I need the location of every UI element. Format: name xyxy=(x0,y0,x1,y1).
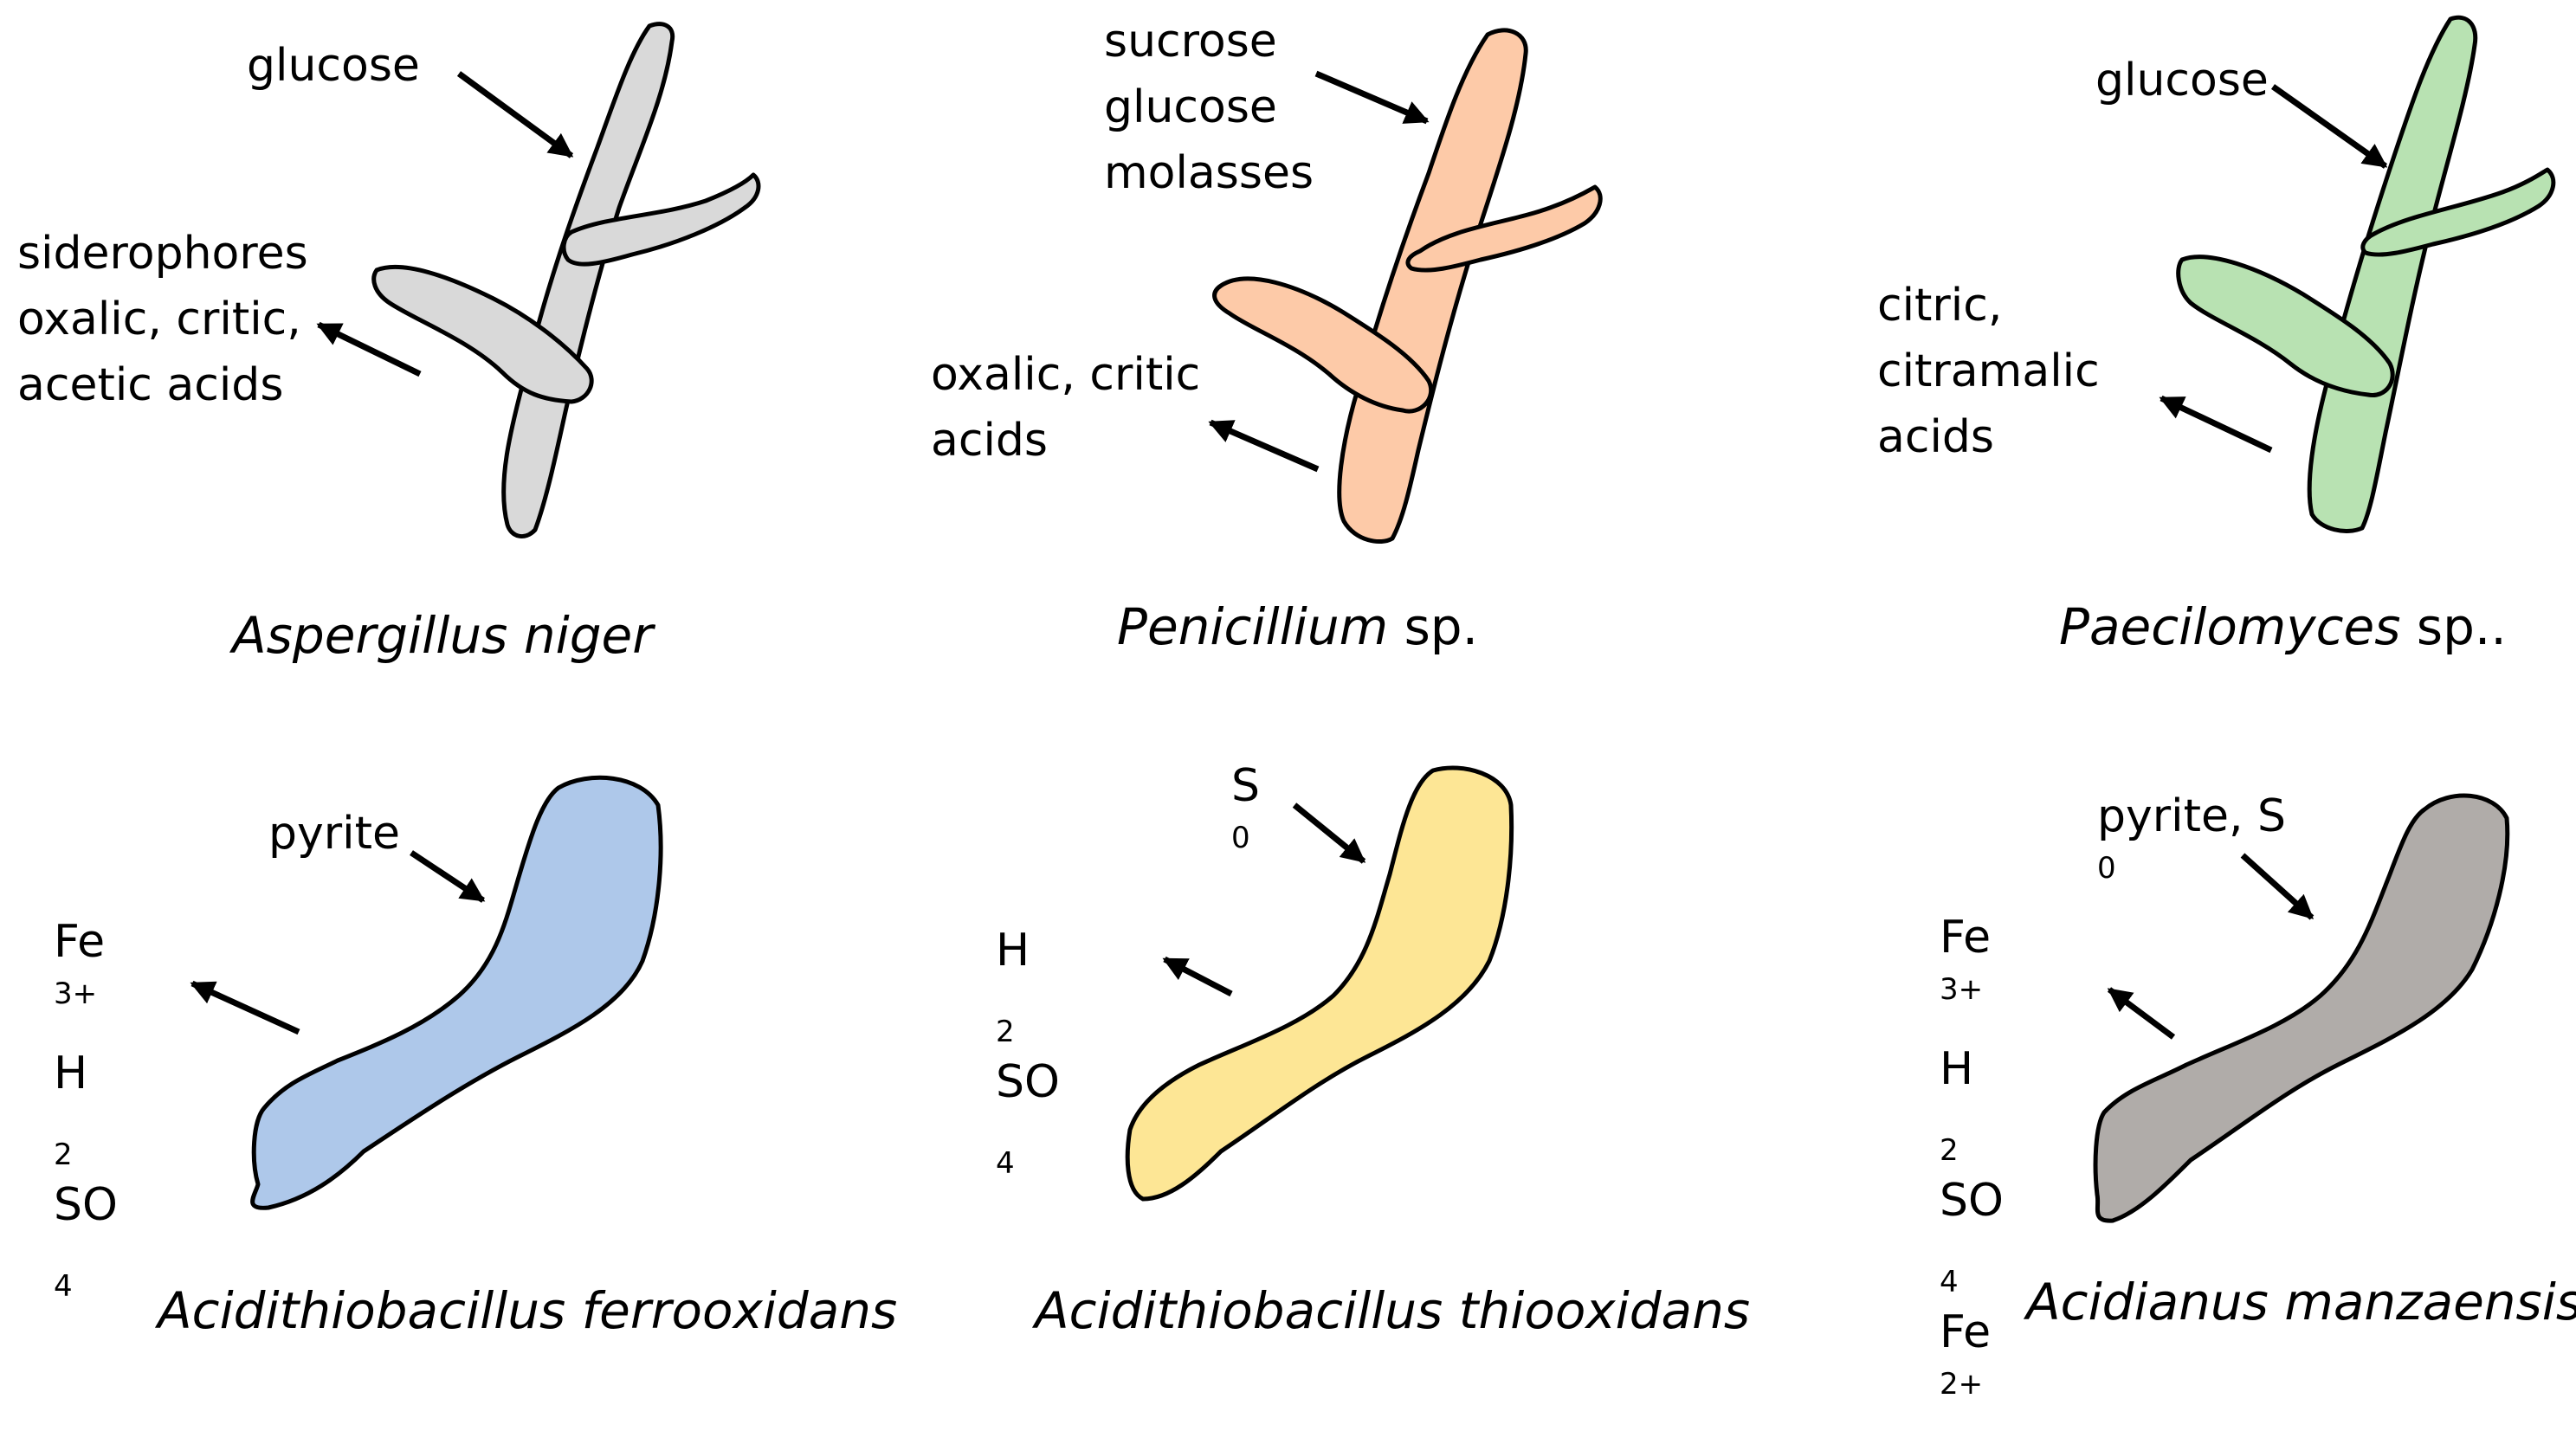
paecilomyces-input-arrow xyxy=(2270,84,2388,169)
diagram-canvas: glucose siderophores oxalic, critic, ace… xyxy=(17,15,2576,1399)
paecilomyces-output-label: citric, citramalic acids xyxy=(1877,280,2100,463)
paecilomyces-output-arrow xyxy=(2159,395,2273,454)
ferrooxidans-cell xyxy=(250,775,663,1210)
thiooxidans-input-arrow xyxy=(1292,803,1366,864)
aspergillus-output-arrow xyxy=(316,321,422,377)
manzaensis-input-arrow xyxy=(2240,853,2315,920)
ferrooxidans-input-label: pyrite xyxy=(268,808,400,860)
aspergillus-input-label: glucose xyxy=(247,40,420,92)
thiooxidans-title: Acidithiobacillus thiooxidans xyxy=(1035,1281,1751,1340)
penicillium-title: Penicillium sp. xyxy=(1117,597,1479,656)
penicillium-input-label: sucrose glucose molasses xyxy=(1104,16,1314,199)
penicillium-hypha xyxy=(1212,28,1603,544)
paecilomyces-title: Paecilomyces sp.. xyxy=(2059,597,2507,656)
manzaensis-cell xyxy=(2093,793,2510,1223)
aspergillus-output-label: siderophores oxalic, critic, acetic acid… xyxy=(17,228,308,411)
ferrooxidans-input-arrow xyxy=(410,850,486,903)
diagram-drawing xyxy=(190,15,2556,1223)
penicillium-output-arrow xyxy=(1208,419,1320,473)
thiooxidans-output-arrow xyxy=(1162,956,1233,997)
penicillium-output-label: oxalic, critic acids xyxy=(931,349,1201,467)
manzaensis-title: Acidianus manzaensis xyxy=(2026,1273,2576,1331)
penicillium-input-arrow xyxy=(1314,70,1430,125)
aspergillus-input-arrow xyxy=(456,71,574,158)
thiooxidans-cell xyxy=(1125,765,1514,1202)
aspergillus-hypha xyxy=(371,22,761,538)
paecilomyces-hypha xyxy=(2176,15,2556,533)
aspergillus-title: Aspergillus niger xyxy=(232,606,654,665)
ferrooxidans-output-arrow xyxy=(190,980,300,1035)
paecilomyces-input-label: glucose xyxy=(2095,55,2269,106)
ferrooxidans-title: Acidithiobacillus ferrooxidans xyxy=(158,1281,898,1340)
manzaensis-output-arrow xyxy=(2107,987,2176,1040)
